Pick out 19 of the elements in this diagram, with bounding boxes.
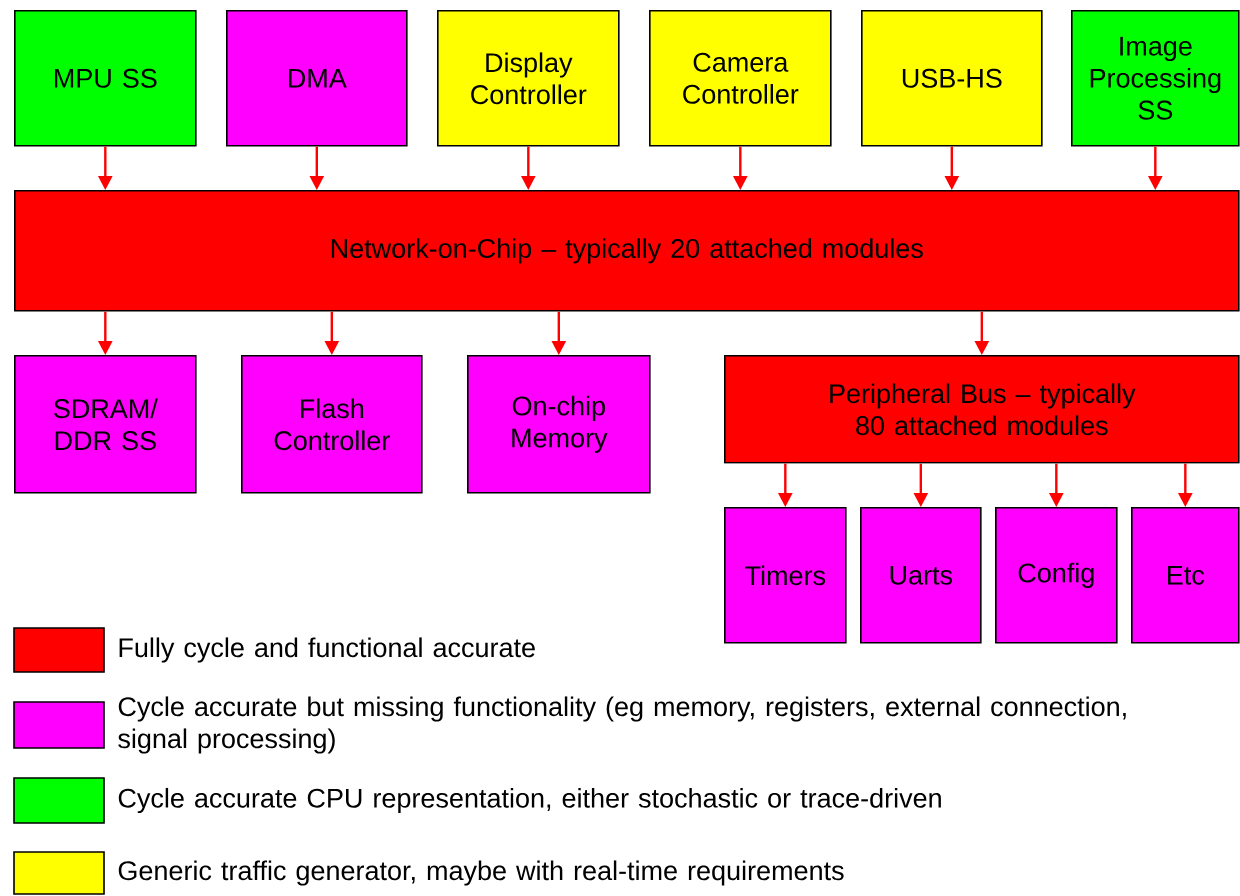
module-box: Uarts: [860, 507, 982, 644]
legend-text: Cycle accurate CPU representation, either stochastic or trace-driven: [118, 787, 941, 814]
module-box: MPU SS: [14, 10, 197, 147]
module-box: Config: [995, 507, 1118, 644]
module-box: Flash Controller: [241, 355, 423, 494]
legend-text: Cycle accurate but missing functionality (eg memory, registers, external connection, signal processing): [118, 696, 1126, 754]
module-box: DMA: [226, 10, 408, 147]
module-box: Peripheral Bus – typically 80 attached modules: [724, 355, 1240, 464]
module-box: Timers: [724, 507, 847, 644]
module-box: USB-HS: [861, 10, 1043, 147]
module-box: Network-on-Chip – typically 20 attached modules: [14, 190, 1240, 312]
module-box: On-chip Memory: [467, 355, 651, 494]
module-box: SDRAM/ DDR SS: [14, 355, 197, 494]
legend-text: Generic traffic generator, maybe with real-time requirements: [118, 860, 844, 886]
module-box: Etc: [1131, 507, 1240, 644]
legend-text: Fully cycle and functional accurate: [119, 637, 535, 663]
module-box: Display Controller: [437, 10, 620, 147]
module-box: Camera Controller: [649, 10, 832, 147]
module-box: Image Processing SS: [1071, 10, 1240, 147]
